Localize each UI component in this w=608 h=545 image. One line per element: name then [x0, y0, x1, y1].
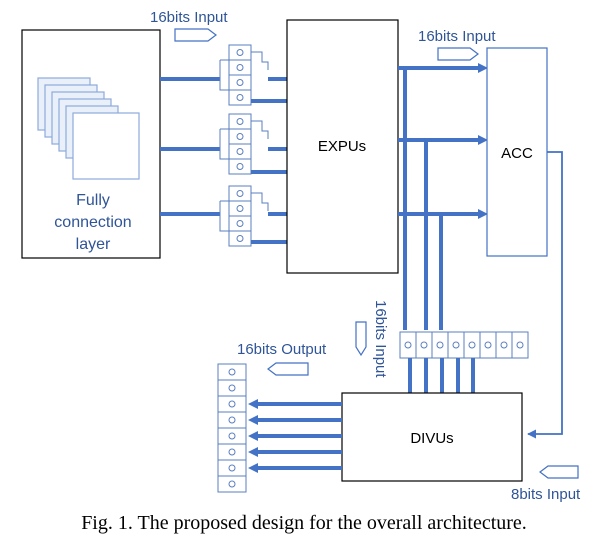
top-input-label: 16bits Input: [150, 9, 228, 26]
acc-block: ACC: [486, 47, 548, 257]
top-input-group: 16bits Input: [150, 9, 228, 42]
expus-label: EXPUs: [318, 138, 366, 155]
fc-label-line2: connection: [54, 214, 131, 231]
divus-to-output-wires: [256, 402, 342, 470]
input-arrow-icon: [539, 465, 579, 479]
figure-caption: Fig. 1. The proposed design for the over…: [81, 512, 527, 534]
stacked-layers-icon: [37, 77, 140, 180]
expus-to-acc-wires: [398, 66, 484, 216]
vertical-bus-wires: [403, 68, 443, 330]
acc-arrowheads: [478, 63, 488, 219]
fc-label-line1: Fully: [76, 192, 110, 209]
vertical-input-group: 16bits Input: [355, 300, 389, 378]
fully-connection-layer-block: Fully connection layer: [21, 29, 161, 259]
output-arrow-icon: [267, 362, 309, 376]
divus-label: DIVUs: [410, 430, 453, 447]
output-group: 16bits Output: [237, 341, 327, 376]
input-arrow-icon: [355, 321, 367, 357]
expus-block: EXPUs: [286, 19, 399, 274]
acc-label: ACC: [501, 145, 533, 162]
bottom-input-group: 8bits Input: [511, 465, 581, 503]
output-register-column: [217, 363, 247, 493]
output-label: 16bits Output: [237, 341, 327, 358]
register-group-2: [219, 113, 269, 175]
vertical-input-label: 16bits Input: [372, 300, 389, 378]
input-arrow-icon: [174, 28, 217, 42]
acc-input-label: 16bits Input: [418, 28, 496, 45]
register-to-expus-wires: [251, 77, 287, 244]
fc-label-line3: layer: [76, 236, 111, 253]
bottom-input-label: 8bits Input: [511, 486, 581, 503]
acc-input-group: 16bits Input: [418, 28, 496, 61]
register-group-3: [219, 185, 269, 247]
divus-block: DIVUs: [341, 392, 523, 482]
register-group-1: [219, 44, 269, 106]
fc-to-register-wires: [160, 77, 220, 216]
input-arrow-icon: [437, 47, 479, 61]
divu-input-register-row: [399, 331, 529, 359]
output-arrowheads: [248, 399, 258, 473]
register-to-divus-wires: [408, 358, 475, 393]
acc-to-divus-feedback-wire: [527, 151, 563, 439]
